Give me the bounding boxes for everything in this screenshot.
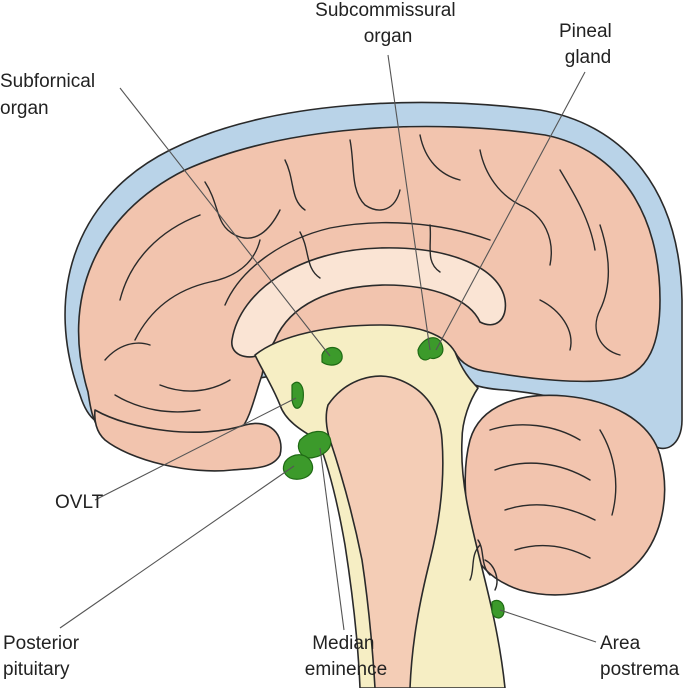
temporal-lobe [93, 409, 282, 472]
label-pineal-gland: Pineal gland [559, 21, 617, 68]
label-ovlt: OVLT [55, 492, 104, 513]
circumventricular-organs [282, 337, 505, 619]
leader-lines [59, 54, 597, 643]
median-eminence-mark [297, 430, 332, 459]
label-subfornical-organ: Subfornical organ [0, 71, 100, 119]
label-posterior-pituitary: Posterior pituitary [3, 633, 84, 680]
label-median-eminence: Median eminence [305, 633, 387, 680]
cerebellum-folia [489, 424, 617, 559]
pons [325, 375, 444, 688]
label-subcommissural-organ: Subcommissural organ [315, 0, 461, 47]
labels: Subfornical organ Subcommissural organ P… [0, 0, 680, 680]
gyri [104, 134, 621, 413]
posterior-pituitary-mark [282, 454, 314, 480]
ovlt-mark [291, 381, 304, 409]
label-area-postrema: Area postrema [600, 633, 680, 680]
cerebellum [464, 394, 666, 596]
fourth-ventricle [469, 539, 498, 591]
pineal-subcommissural-mark [417, 337, 444, 361]
area-postrema-mark [491, 599, 505, 619]
